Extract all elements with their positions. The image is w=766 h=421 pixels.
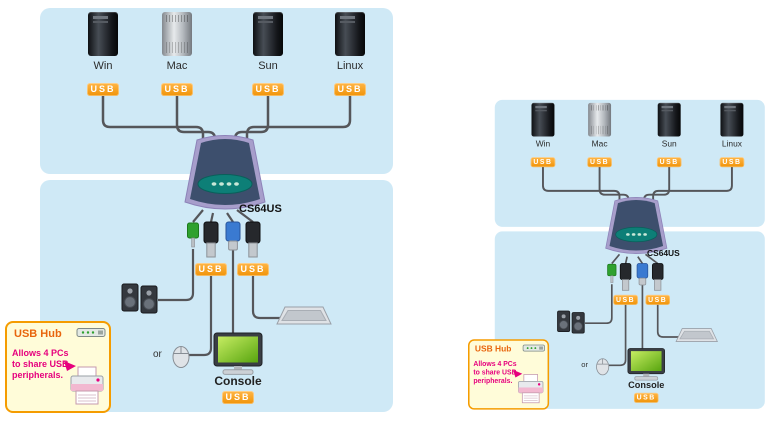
console-label: Console	[628, 379, 665, 391]
usb-badge: USB	[719, 157, 745, 168]
computer-tower-linux	[335, 12, 365, 56]
callout-title: USB Hub	[474, 344, 512, 354]
callout-text-line: peripherals.	[473, 376, 513, 385]
computer-label-mac: Mac	[591, 139, 608, 149]
or-label: or	[153, 349, 162, 360]
usb-badge: USB	[161, 83, 193, 96]
kvm-diagram-right: Win Mac Sun Linux USB USB USB USB USB US…	[468, 96, 766, 411]
computer-label-sun: Sun	[661, 139, 677, 149]
kvm-diagram-left: Win Mac Sun Linux USB USB USB USB USB US…	[5, 3, 395, 415]
usb-badge: USB	[195, 263, 227, 276]
arrow-icon	[64, 361, 76, 371]
kvm-diagram: Win Mac Sun Linux USB USB USB USB USB US…	[5, 3, 395, 415]
computer-label-linux: Linux	[721, 139, 742, 149]
usb-badge: USB	[252, 83, 284, 96]
callout-text-line: to share USB	[473, 368, 517, 376]
printer-icon	[70, 366, 104, 405]
computer-label-mac: Mac	[166, 60, 188, 72]
computer-tower-win	[531, 102, 555, 137]
computer-tower-win	[88, 12, 118, 56]
callout-text-line: to share USB	[12, 359, 69, 369]
computer-tower-mac	[588, 102, 612, 137]
device-model-label: CS64US	[239, 203, 282, 215]
usb-badge: USB	[656, 157, 682, 168]
usb-badge: USB	[587, 157, 612, 168]
usb-badge: USB	[530, 157, 556, 168]
usb-badge: USB	[334, 83, 366, 96]
usb-badge: USB	[87, 83, 119, 96]
usb-badge: USB	[222, 391, 254, 404]
usb-hub-callout: USB Hub Allows 4 PCs to share USB periph…	[468, 339, 550, 410]
callout-title: USB Hub	[14, 328, 62, 340]
device-model-label: CS64US	[647, 249, 680, 259]
kvm-diagram: Win Mac Sun Linux USB USB USB USB USB US…	[468, 96, 766, 411]
callout-text-line: Allows 4 PCs	[473, 359, 517, 368]
printer-icon	[518, 374, 544, 404]
usb-badge: USB	[237, 263, 269, 276]
computer-tower-sun	[657, 102, 681, 137]
usb-hub-icon	[76, 328, 106, 337]
or-label: or	[581, 360, 589, 370]
computer-label-win: Win	[93, 60, 113, 72]
usb-badge: USB	[613, 294, 638, 305]
computer-label-sun: Sun	[258, 60, 278, 72]
computer-tower-mac	[162, 12, 192, 56]
arrow-icon	[513, 369, 523, 378]
computer-tower-linux	[720, 102, 744, 137]
computer-label-linux: Linux	[336, 60, 364, 72]
computer-tower-sun	[253, 12, 283, 56]
callout-text-line: Allows 4 PCs	[12, 348, 69, 358]
usb-badge: USB	[645, 294, 670, 305]
usb-hub-icon	[522, 344, 545, 352]
computer-label-win: Win	[535, 139, 551, 149]
callout-text-line: peripherals.	[12, 370, 64, 380]
usb-hub-callout: USB Hub Allows 4 PCs to share USB periph…	[5, 321, 111, 413]
usb-badge: USB	[634, 392, 659, 403]
console-label: Console	[214, 374, 262, 388]
